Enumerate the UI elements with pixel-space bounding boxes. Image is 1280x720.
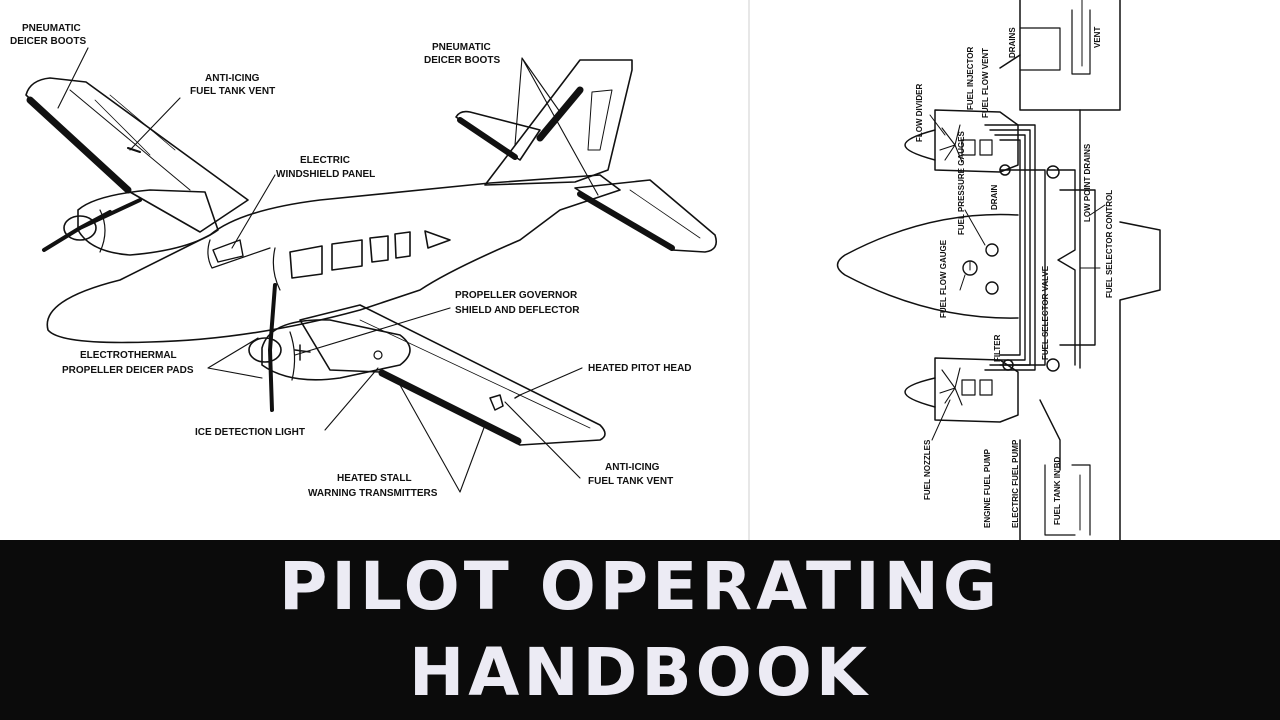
cabin-window <box>424 230 451 249</box>
label-fuel-nozzles: FUEL NOZZLES <box>923 439 932 500</box>
label-pneumatic-deicer-left-2: DEICER BOOTS <box>10 36 86 47</box>
label-antiicing-vent-top: ANTI-ICING <box>205 73 260 84</box>
label-propeller-governor: PROPELLER GOVERNOR <box>455 290 578 301</box>
nose-outline <box>836 213 1019 319</box>
label-antiicing-vent-bottom: ANTI-ICING <box>605 462 660 473</box>
left-propeller <box>42 198 142 252</box>
cabin-window <box>394 231 411 259</box>
label-electric-fuel-pump: ELECTRIC FUEL PUMP <box>1011 439 1020 528</box>
label-electrothermal-2: PROPELLER DEICER PADS <box>62 365 194 376</box>
fuel-selector-valve-lower <box>1046 358 1060 372</box>
label-pneumatic-deicer-left: PNEUMATIC <box>22 23 81 34</box>
fuel-system-schematic: FLOW DIVIDER FUEL INJECTOR FUEL FLOW VEN… <box>836 0 1161 540</box>
wing-outline <box>1019 0 1121 111</box>
upper-engine <box>934 109 1019 173</box>
label-antiicing-vent-bottom-2: FUEL TANK VENT <box>588 476 673 487</box>
label-vent: VENT <box>1093 27 1102 48</box>
label-ice-detection-light: ICE DETECTION LIGHT <box>195 427 305 438</box>
label-low-point-drains: LOW POINT DRAINS <box>1083 143 1092 222</box>
left-spinner <box>63 215 97 241</box>
label-heated-stall-2: WARNING TRANSMITTERS <box>308 488 438 499</box>
drain-lower <box>1002 359 1014 371</box>
fuel-flow-gauge <box>962 260 978 276</box>
left-wing-outline <box>25 77 249 233</box>
cabin-window <box>289 245 323 279</box>
right-wing-deicer-boot <box>378 369 522 445</box>
upper-spinner <box>904 129 936 161</box>
label-fuel-flow-vent: FUEL FLOW VENT <box>981 48 990 118</box>
label-pneumatic-deicer-tail: PNEUMATIC <box>432 42 491 53</box>
right-nacelle <box>261 319 411 381</box>
right-propeller <box>268 283 277 412</box>
label-drains: DRAINS <box>1008 27 1017 58</box>
label-engine-fuel-pump: ENGINE FUEL PUMP <box>983 448 992 528</box>
label-drain: DRAIN <box>990 184 999 210</box>
aircraft-ice-protection-diagram: PNEUMATIC DEICER BOOTS ANTI-ICING FUEL T… <box>10 23 718 499</box>
label-filter: FILTER <box>993 334 1002 362</box>
label-fuel-tank-inbd: FUEL TANK IN'BD <box>1053 457 1062 525</box>
label-electrothermal: ELECTROTHERMAL <box>80 350 177 361</box>
label-heated-stall: HEATED STALL <box>337 473 412 484</box>
tail-deicer-boot <box>536 86 584 142</box>
cabin-window <box>369 235 389 263</box>
label-flow-divider: FLOW DIVIDER <box>915 84 924 142</box>
label-pneumatic-deicer-tail-2: DEICER BOOTS <box>424 55 500 66</box>
label-fuel-flow-gauge: FUEL FLOW GAUGE <box>939 239 948 318</box>
diagram-area: PNEUMATIC DEICER BOOTS ANTI-ICING FUEL T… <box>10 0 1161 540</box>
left-nacelle <box>77 189 219 256</box>
left-wing-deicer-boot <box>26 96 132 194</box>
right-spinner <box>248 337 282 363</box>
label-fuel-selector-control: FUEL SELECTOR CONTROL <box>1105 190 1114 298</box>
windshield-panel <box>212 239 244 263</box>
fuel-selector-valve-upper <box>1046 165 1060 179</box>
label-fuel-injector: FUEL INJECTOR <box>966 47 975 110</box>
fuel-pressure-gauge-2 <box>985 281 999 295</box>
label-electric-windshield: ELECTRIC <box>300 155 350 166</box>
fuel-pressure-gauge-1 <box>985 243 999 257</box>
cabin-window <box>331 239 363 271</box>
label-propeller-governor-2: SHIELD AND DEFLECTOR <box>455 305 580 316</box>
drain-upper <box>999 164 1011 176</box>
label-antiicing-vent-top-2: FUEL TANK VENT <box>190 86 275 97</box>
label-fuel-pressure-gauges: FUEL PRESSURE GAUGES <box>957 130 966 235</box>
right-stabilizer <box>574 179 718 253</box>
left-stabilizer <box>455 110 541 161</box>
label-fuel-selector-valve: FUEL SELECTOR VALVE <box>1041 265 1050 360</box>
label-heated-pitot: HEATED PITOT HEAD <box>588 363 692 374</box>
label-electric-windshield-2: WINDSHIELD PANEL <box>276 169 375 180</box>
title-banner: PILOT OPERATING HANDBOOK <box>0 540 1280 720</box>
vertical-tail <box>484 59 633 186</box>
fuel-tank-inbd <box>1044 464 1076 536</box>
banner-title-line-2: HANDBOOK <box>409 634 871 711</box>
lower-spinner <box>904 377 936 408</box>
banner-title-line-1: PILOT OPERATING <box>278 548 1002 625</box>
